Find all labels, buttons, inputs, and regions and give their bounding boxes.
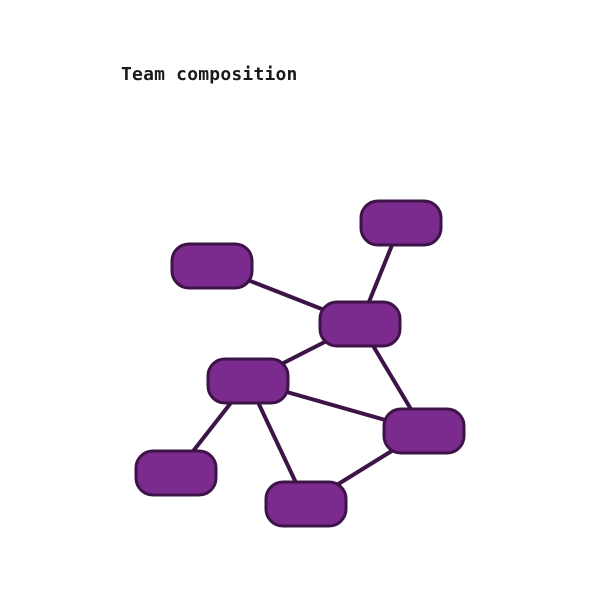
node-box — [382, 407, 466, 455]
graph-node-n7 — [264, 480, 348, 528]
node-box — [359, 199, 443, 247]
graph-node-n2 — [170, 242, 254, 290]
diagram-title: Team composition — [121, 64, 298, 85]
node-box — [170, 242, 254, 290]
node-box — [264, 480, 348, 528]
nodes-layer — [134, 199, 466, 528]
graph-node-n5 — [382, 407, 466, 455]
graph-node-n6 — [134, 449, 218, 497]
node-box — [318, 300, 402, 348]
graph-node-n1 — [359, 199, 443, 247]
graph-node-n3 — [318, 300, 402, 348]
node-box — [206, 357, 290, 405]
node-box — [134, 449, 218, 497]
graph-node-n4 — [206, 357, 290, 405]
